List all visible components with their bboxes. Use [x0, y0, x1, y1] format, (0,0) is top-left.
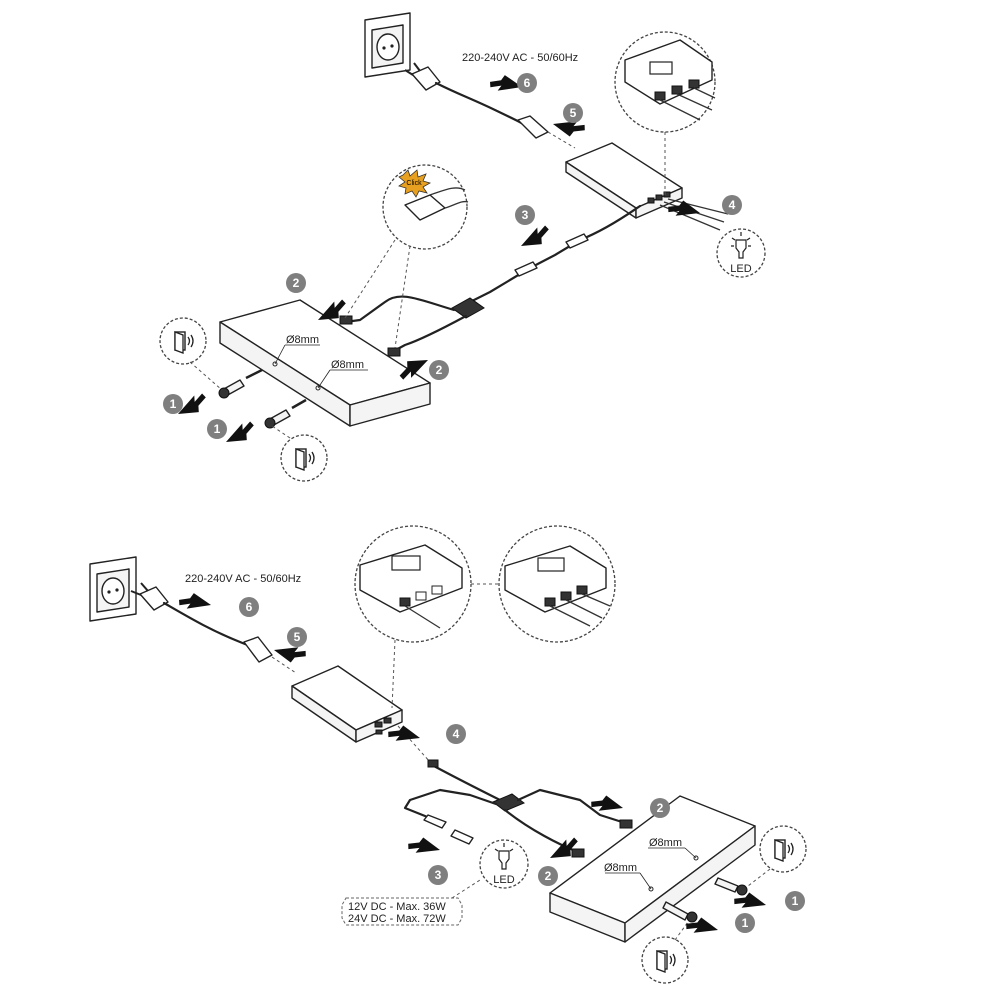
sensor-right: [714, 877, 748, 896]
door-sensor-icon: [747, 825, 807, 887]
hole-label: Ø8mm: [649, 837, 682, 849]
svg-text:5: 5: [294, 630, 301, 644]
step-badge: 2: [286, 273, 306, 293]
push-arrow-icon: [177, 589, 213, 616]
step-badge: 3: [428, 865, 448, 885]
plug-icon: [130, 582, 264, 656]
step-badge: 1: [785, 891, 805, 911]
step-badge: 4: [446, 724, 466, 744]
step-badge: 3: [515, 205, 535, 225]
mains-connector: [517, 115, 576, 149]
distributor-box: [492, 793, 525, 812]
svg-text:2: 2: [545, 869, 552, 883]
sensor-bottom: [264, 398, 307, 429]
click-label: Click: [406, 180, 422, 187]
led-label: LED: [730, 263, 751, 275]
cabinet-panel: Ø8mm Ø8mm: [219, 299, 431, 427]
svg-text:3: 3: [522, 208, 529, 222]
push-arrow-icon: [406, 833, 443, 861]
plug-icon: [404, 62, 532, 130]
spec-line: 24V DC - Max. 72W: [348, 913, 446, 925]
power-supply: [565, 142, 683, 219]
wall-socket-icon: [364, 12, 411, 78]
hole-label: Ø8mm: [331, 359, 364, 371]
svg-text:6: 6: [524, 76, 531, 90]
hole-label: Ø8mm: [604, 862, 637, 874]
inline-connector: [514, 233, 589, 277]
diagram-2: Ø8mm Ø8mm LED: [89, 525, 807, 984]
svg-text:4: 4: [453, 727, 460, 741]
step-badge: 2: [429, 360, 449, 380]
svg-text:1: 1: [214, 422, 221, 436]
svg-text:1: 1: [742, 916, 749, 930]
zoom-driver-ports-2: [471, 525, 616, 643]
led-lamp-icon: LED: [479, 839, 529, 889]
mains-connector: [243, 636, 297, 674]
step-badge: 5: [563, 103, 583, 123]
push-arrow-icon: [589, 791, 626, 819]
zoom-driver-ports: [354, 525, 472, 709]
svg-text:3: 3: [435, 868, 442, 882]
svg-text:2: 2: [657, 801, 664, 815]
led-label: LED: [493, 874, 514, 886]
supply-label: 220-240V AC - 50/60Hz: [462, 52, 578, 64]
svg-text:6: 6: [246, 600, 253, 614]
step-badge: 6: [517, 73, 537, 93]
cabinet-panel: Ø8mm Ø8mm: [549, 795, 756, 943]
svg-text:4: 4: [729, 198, 736, 212]
step-badge: 4: [722, 195, 742, 215]
sensor-bottom: [662, 901, 698, 923]
push-arrow-icon: [516, 223, 553, 252]
step-badge: 1: [207, 419, 227, 439]
svg-text:2: 2: [293, 276, 300, 290]
diagram-1: Click Ø8mm Ø8mm: [159, 12, 766, 482]
step-badge: 6: [239, 597, 259, 617]
wall-socket-icon: [89, 556, 137, 622]
svg-text:2: 2: [436, 363, 443, 377]
svg-text:1: 1: [792, 894, 799, 908]
led-lamp-icon: LED: [716, 228, 766, 278]
svg-text:5: 5: [570, 106, 577, 120]
door-sensor-icon: [641, 921, 689, 984]
power-supply: [291, 665, 403, 743]
door-sensor-icon: [159, 317, 223, 391]
step-badge: 5: [287, 627, 307, 647]
svg-text:1: 1: [170, 397, 177, 411]
zoom-driver-ports: [614, 31, 716, 195]
distributor-box: [451, 297, 485, 319]
step-badge: 2: [650, 798, 670, 818]
zoom-click-connector: Click: [344, 164, 469, 349]
hole-label: Ø8mm: [286, 334, 319, 346]
spec-line: 12V DC - Max. 36W: [348, 901, 446, 913]
step-badge: 2: [538, 866, 558, 886]
click-burst-icon: Click: [398, 169, 432, 198]
sensor-left: [218, 368, 263, 399]
door-sensor-icon: [271, 425, 328, 482]
step-badge: 1: [735, 913, 755, 933]
spec-box: 12V DC - Max. 36W 24V DC - Max. 72W: [341, 879, 481, 926]
step-badge: 1: [163, 394, 183, 414]
push-arrow-icon: [221, 419, 258, 448]
supply-label: 220-240V AC - 50/60Hz: [185, 573, 301, 585]
